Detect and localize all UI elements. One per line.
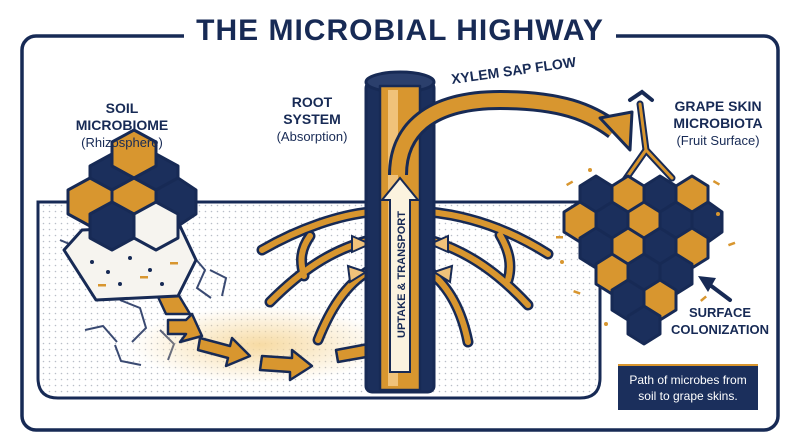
grape-microbe-specks <box>556 168 736 326</box>
grape-label-line2: MICROBIOTA <box>673 115 763 131</box>
soil-label-line2: MICROBIOME <box>75 117 169 133</box>
legend-box: Path of microbes from soil to grape skin… <box>618 364 758 410</box>
uptake-label: UPTAKE & TRANSPORT <box>396 211 408 338</box>
root-label-sub: (Absorption) <box>276 129 348 144</box>
surface-label-line1: SURFACE <box>688 305 752 320</box>
path-glow <box>130 307 390 383</box>
grape-bunch-icon <box>562 174 724 346</box>
soil-label-line1: SOIL <box>105 100 139 116</box>
root-uptake-arrows <box>346 234 454 284</box>
uptake-arrow <box>379 176 421 373</box>
legend-text: Path of microbes from soil to grape skin… <box>629 372 746 404</box>
xylem-label: XYLEM SAP FLOW <box>450 54 578 87</box>
legend-line1: Path of microbes from <box>629 373 747 387</box>
grape-label: GRAPE SKIN MICROBIOTA (Fruit Surface) <box>648 98 788 149</box>
page-title: THE MICROBIAL HIGHWAY <box>0 14 800 48</box>
legend-line2: soil to grape skins. <box>638 389 738 403</box>
grape-label-sub: (Fruit Surface) <box>676 133 760 148</box>
xylem-flow-arrow <box>388 89 634 176</box>
surface-label: SURFACE COLONIZATION <box>660 304 780 338</box>
surface-label-line2: COLONIZATION <box>671 322 769 337</box>
soil-label: SOIL MICROBIOME (Rhizosphere) <box>52 100 192 151</box>
soil-microbe-dots <box>90 256 178 287</box>
soil-label-sub: (Rhizosphere) <box>81 135 163 150</box>
soil-cluster-icon <box>62 128 198 302</box>
surface-arrow-icon <box>698 276 732 302</box>
root-label: ROOT SYSTEM (Absorption) <box>262 94 362 145</box>
grape-label-line1: GRAPE SKIN <box>674 98 762 114</box>
root-label-line2: SYSTEM <box>283 111 341 127</box>
root-label-line1: ROOT <box>291 94 333 110</box>
title-text: THE MICROBIAL HIGHWAY <box>184 14 616 47</box>
